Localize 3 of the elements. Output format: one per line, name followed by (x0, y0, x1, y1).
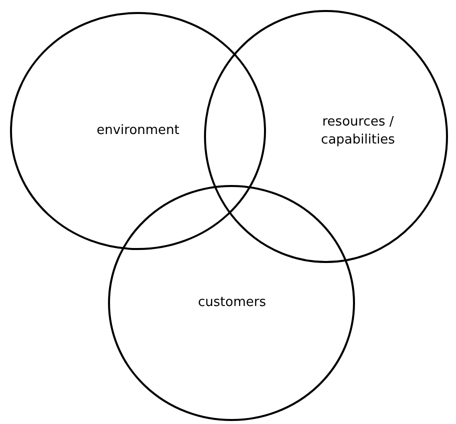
circle-label: environment (96, 122, 180, 140)
circle-label: resources / capabilities (320, 113, 396, 149)
circle-label: customers (197, 294, 267, 312)
